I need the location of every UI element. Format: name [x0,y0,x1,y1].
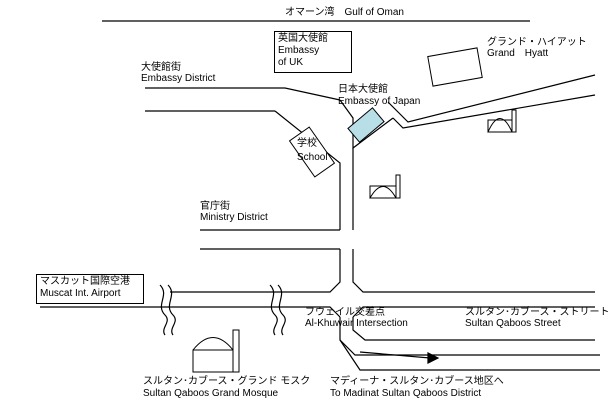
embassy-district-ja: 大使館街 [141,62,181,73]
qaboos-street-en: Sultan Qaboos Street [465,318,561,329]
road-main-north-south-west [274,110,341,230]
gulf-label: オマーン湾 Gulf of Oman [285,7,404,18]
airport-box: マスカット国際空港 Muscat Int. Airport [36,274,144,304]
school-en: School [297,152,328,163]
ministry-district-ja: 官庁街 [200,201,230,212]
intersection-ja: フウェイル交差点 [305,307,385,318]
school-building [288,126,336,178]
road-break-mark-left-2 [167,284,176,336]
japan-embassy-building [347,107,385,143]
road-embassy-district-upper [145,87,341,101]
uk-embassy-en-line2: of UK [278,57,304,68]
grand-mosque-ja: スルタン･カブース・グランド モスク [143,376,311,387]
road-main-north-south-east-lower [352,249,595,293]
road-highway-ramp [339,317,600,356]
road-japan-embassy-access [387,74,596,123]
mosque-icon-east [487,109,517,133]
grand-hyatt-building [427,47,483,87]
grand-mosque-icon [192,329,240,373]
airport-en: Muscat Int. Airport [40,288,121,299]
madinat-en: To Madinat Sultan Qaboos District [330,388,482,399]
qaboos-street-ja: スルタン･カブース・ストリート [465,307,609,318]
school-ja: 学校 [297,138,317,149]
uk-embassy-ja: 英国大使館 [278,33,328,44]
road-highway-ramp-east [352,317,595,341]
road-highway-ramp-south [339,339,600,371]
madinat-ja: マディーナ・スルタン･カブース地区へ [330,376,504,387]
airport-ja: マスカット国際空港 [40,276,130,287]
road-sultan-qaboos-street-lower-east [352,306,595,318]
road-main-north-south-west-lower [170,249,341,293]
mosque-icon-japan [369,174,401,199]
road-east-upper [392,94,596,129]
intersection-en: Al-Khuwair Intersection [305,318,408,329]
embassy-district-en: Embassy District [141,73,216,84]
road-break-mark-right-2 [277,284,286,336]
grand-mosque-en: Sultan Qaboos Grand Mosque [143,388,279,399]
uk-embassy-en-line1: Embassy [278,45,320,56]
japan-embassy-ja: 日本大使館 [338,84,388,95]
road-break-mark-right [269,284,278,336]
grand-hyatt-ja: グランド・ハイアット [487,37,587,48]
direction-arrow-line [359,351,431,359]
grand-hyatt-en: Grand Hyatt [487,48,549,59]
road-sultan-qaboos-street-lower [40,306,341,318]
ministry-district-en: Ministry District [200,212,268,223]
uk-embassy-box: 英国大使館 Embassy of UK [274,31,352,73]
japan-embassy-en: Embassy of Japan [338,96,421,107]
direction-arrow-head [427,352,440,364]
road-break-mark-left [159,284,168,336]
